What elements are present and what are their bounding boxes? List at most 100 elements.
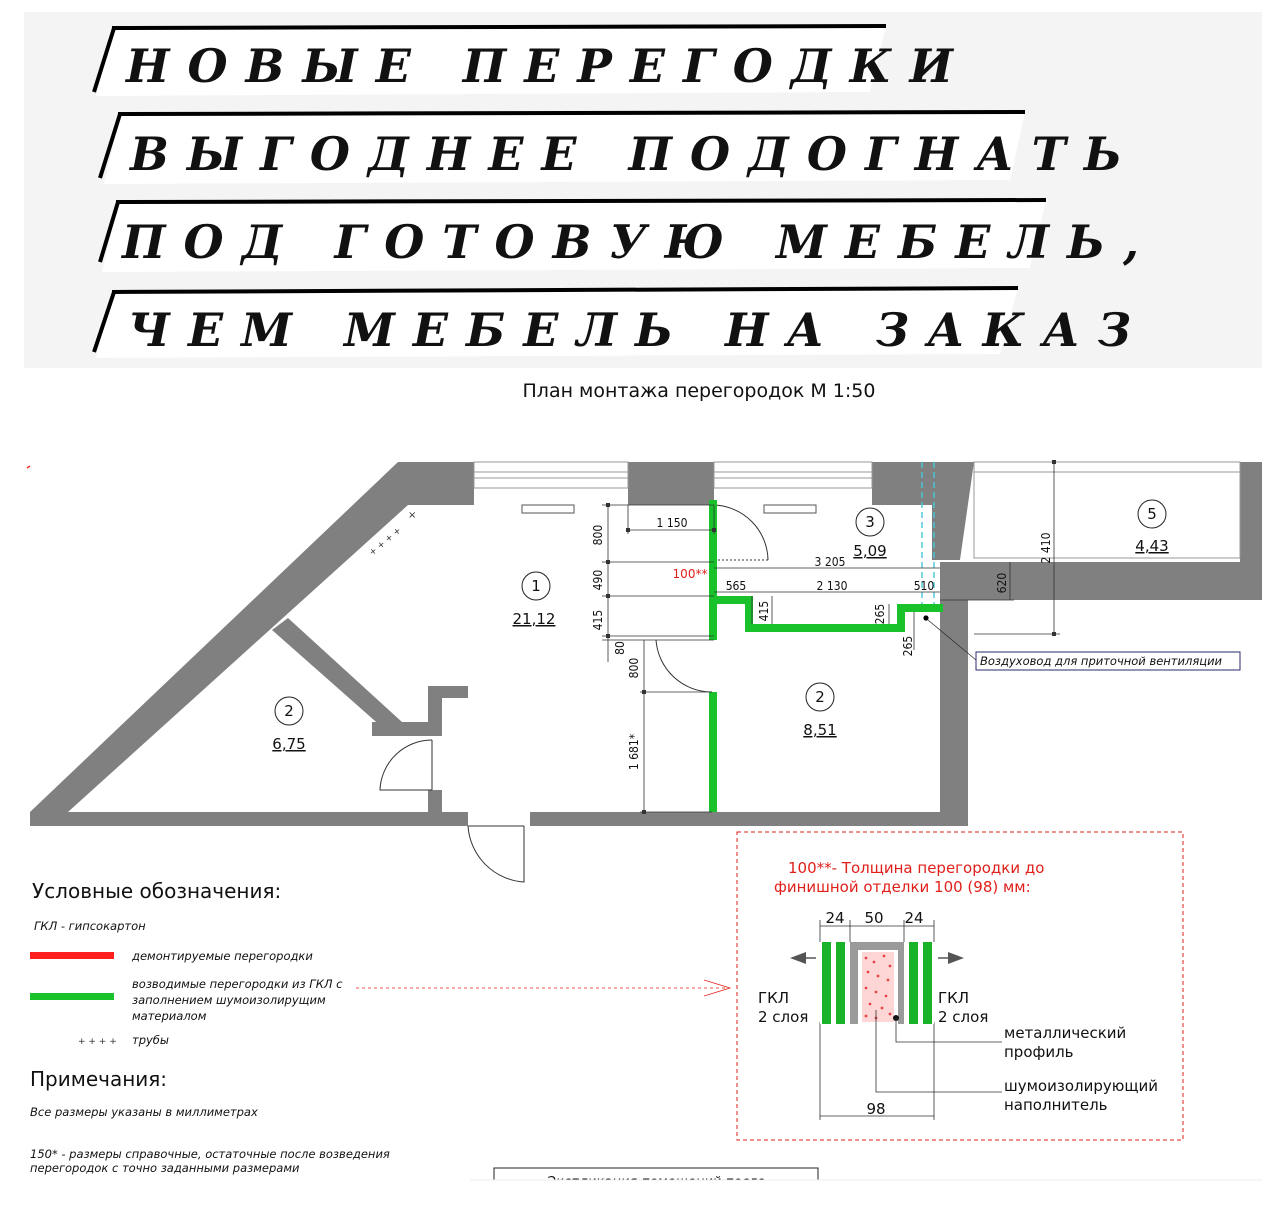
legend-green-swatch bbox=[30, 993, 114, 1000]
wall-segment bbox=[940, 562, 1262, 600]
internal-wall bbox=[428, 790, 442, 814]
gkl-label-left: ГКЛ bbox=[758, 989, 789, 1007]
dim-label: 800 bbox=[591, 525, 605, 546]
detail-title: 100**- Толщина перегородки до bbox=[788, 859, 1044, 877]
pipes-symbol: × bbox=[408, 510, 416, 521]
headline-banner bbox=[102, 200, 1046, 272]
internal-wall bbox=[272, 618, 402, 736]
headline-line-3: ПОД ГОТОВУЮ МЕБЕЛЬ, bbox=[120, 215, 1157, 269]
plan-caption: План монтажа перегородок М 1:50 bbox=[523, 380, 876, 402]
room-label: 3 5,09 bbox=[853, 507, 887, 560]
detail-border bbox=[736, 831, 1184, 1141]
dim-label: 490 bbox=[591, 570, 605, 591]
wall-segment bbox=[872, 462, 932, 505]
legend-title: Условные обозначения: bbox=[32, 879, 281, 903]
svg-text:1: 1 bbox=[531, 577, 541, 595]
gkl-layer bbox=[923, 942, 932, 1024]
svg-text:8,51: 8,51 bbox=[803, 721, 836, 739]
headline-banner bbox=[96, 288, 1018, 358]
room-label: 1 21,12 bbox=[513, 571, 556, 628]
headline-banner bbox=[104, 112, 1025, 184]
red-mark bbox=[26, 465, 31, 469]
vent-duct bbox=[921, 462, 935, 612]
detail-dim-left: 24 bbox=[825, 909, 844, 927]
profile-label: металлический bbox=[1004, 1024, 1126, 1042]
internal-wall bbox=[428, 686, 468, 698]
svg-text:5,09: 5,09 bbox=[853, 542, 886, 560]
partition-detail: 100**- Толщина перегородки до финишной о… bbox=[736, 831, 1184, 1141]
detail-dim-mid: 50 bbox=[864, 909, 883, 927]
page-cutoff bbox=[460, 1180, 1280, 1206]
profile-label: профиль bbox=[1004, 1043, 1074, 1061]
headline-line-1: НОВЫЕ ПЕРЕГОДКИ bbox=[124, 39, 971, 93]
dim-label: 80 bbox=[613, 641, 627, 655]
gkl-layer bbox=[909, 942, 918, 1024]
window bbox=[473, 461, 1241, 559]
legend-pipes-text: трубы bbox=[132, 1033, 169, 1047]
svg-text:6,75: 6,75 bbox=[272, 735, 305, 753]
wall-segment bbox=[932, 462, 974, 560]
callout-box bbox=[975, 651, 1241, 671]
legend-arrow bbox=[703, 979, 732, 997]
internal-wall bbox=[372, 722, 442, 736]
svg-text:21,12: 21,12 bbox=[513, 610, 556, 628]
arrow-icon bbox=[790, 952, 806, 964]
duct-point bbox=[923, 615, 929, 621]
dim-label: 1 681* bbox=[627, 733, 641, 770]
dim-label: 620 bbox=[995, 573, 1009, 594]
legend-red-text: демонтируемые перегородки bbox=[131, 949, 313, 963]
wall-segment bbox=[628, 462, 714, 505]
legend: Условные обозначения: ГКЛ - гипсокартон … bbox=[30, 879, 1280, 1206]
detail-dim-total: 98 bbox=[866, 1100, 885, 1118]
gkl-label-left: 2 слоя bbox=[758, 1008, 808, 1026]
radiator bbox=[763, 504, 817, 514]
legend-green-text: заполнением шумоизолирущим bbox=[132, 993, 326, 1007]
legend-pipes-symbol: + + + + bbox=[78, 1037, 117, 1047]
svg-text:3: 3 bbox=[865, 513, 875, 531]
dim-label: 2 130 bbox=[817, 579, 848, 593]
svg-text:2: 2 bbox=[815, 688, 825, 706]
detail-title: финишной отделки 100 (98) мм: bbox=[774, 878, 1031, 896]
legend-green-text: материалом bbox=[132, 1009, 207, 1023]
dim-label: 2 410 bbox=[1039, 532, 1053, 563]
filler-leader bbox=[875, 1010, 1002, 1093]
sound-insulation bbox=[862, 952, 894, 1022]
notes-title: Примечания: bbox=[30, 1067, 167, 1091]
dim-label: 510 bbox=[914, 579, 935, 593]
note-text: перегородок с точно заданными размерами bbox=[30, 1161, 300, 1175]
radiator bbox=[521, 504, 575, 514]
headline-banner bbox=[96, 26, 886, 96]
headline-line-2: ВЫГОДНЕЕ ПОДОГНАТЬ bbox=[128, 127, 1140, 181]
legend-red-swatch bbox=[30, 952, 114, 959]
dim-label: 415 bbox=[757, 601, 771, 622]
room-label: 2 6,75 bbox=[272, 696, 306, 753]
bottom-wall bbox=[30, 812, 468, 826]
internal-wall bbox=[428, 686, 442, 736]
svg-text:2: 2 bbox=[284, 702, 294, 720]
callout-text: Воздуховод для приточной вентиляции bbox=[980, 654, 1223, 668]
dim-label: 1 150 bbox=[657, 516, 688, 530]
legend-gkl: ГКЛ - гипсокартон bbox=[34, 919, 146, 933]
dimension-ticks bbox=[606, 460, 1056, 814]
dim-label: 800 bbox=[627, 658, 641, 679]
dimension-lines bbox=[602, 462, 1060, 813]
gkl-label-right: 2 слоя bbox=[938, 1008, 988, 1026]
detail-dims bbox=[819, 920, 935, 1120]
profile-leader bbox=[895, 1018, 1002, 1043]
gkl-label-right: ГКЛ bbox=[938, 989, 969, 1007]
svg-text:5: 5 bbox=[1147, 505, 1157, 523]
floor-plan: + + + + × bbox=[30, 460, 1262, 883]
legend-green-text: возводимые перегородки из ГКЛ с bbox=[132, 977, 343, 991]
gkl-layer bbox=[822, 942, 831, 1024]
door bbox=[379, 504, 769, 883]
room-label: 5 4,43 bbox=[1135, 499, 1169, 555]
callout-leader bbox=[927, 619, 977, 661]
note-text: 150* - размеры справочные, остаточные по… bbox=[30, 1147, 390, 1161]
dim-label: 565 bbox=[726, 579, 747, 593]
arrow-icon bbox=[948, 952, 964, 964]
note-text: Все размеры указаны в миллиметрах bbox=[30, 1105, 258, 1119]
headline-line-4: ЧЕМ МЕБЕЛЬ НА ЗАКАЗ bbox=[128, 303, 1149, 357]
metal-profile bbox=[850, 942, 904, 1024]
filler-label: шумоизолирующий bbox=[1004, 1077, 1158, 1095]
